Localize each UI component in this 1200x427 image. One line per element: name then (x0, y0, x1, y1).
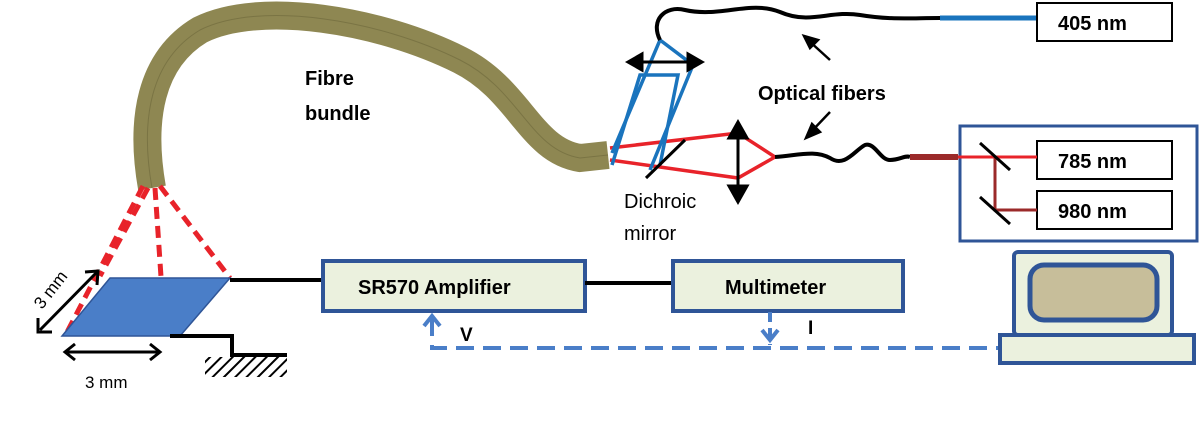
signal-line (422, 312, 1000, 350)
fibre-bundle-label-2: bundle (305, 103, 371, 125)
lower-lens (726, 118, 750, 206)
laser-980-label: 980 nm (1058, 201, 1127, 223)
signal-i-label: I (808, 318, 813, 339)
fibre-bundle-label-1: Fibre (305, 68, 354, 90)
dichroic-label-1: Dichroic (624, 191, 696, 213)
computer-icon (998, 250, 1196, 365)
dim-horizontal-label: 3 mm (85, 373, 128, 392)
upper-lens (624, 51, 706, 73)
laser-405-box (1036, 2, 1173, 42)
laser-405-label: 405 nm (1058, 13, 1127, 35)
laser-785-box (1036, 140, 1173, 180)
sample-plate (60, 277, 232, 337)
ground-connection (170, 278, 323, 357)
combiner-optics (958, 141, 1037, 226)
amplifier-label: SR570 Amplifier (358, 277, 511, 299)
amplifier-box (321, 259, 587, 313)
optical-fiber-785 (774, 142, 911, 163)
ground-hatch (205, 357, 287, 377)
multimeter-label: Multimeter (725, 277, 826, 299)
dimension-arrows (36, 269, 163, 362)
dichroic-label-2: mirror (624, 223, 677, 245)
optical-fiber-405 (654, 5, 941, 41)
signal-v-label: V (460, 325, 473, 346)
laser-785-label: 785 nm (1058, 151, 1127, 173)
laser-980-box (1036, 190, 1173, 230)
multimeter-box (671, 259, 905, 313)
fibre-bundle (133, 1, 610, 191)
dichroic-mirror-element (644, 138, 687, 180)
fiber-pointer-arrows (801, 34, 831, 141)
optical-fibers-label: Optical fibers (758, 83, 886, 105)
